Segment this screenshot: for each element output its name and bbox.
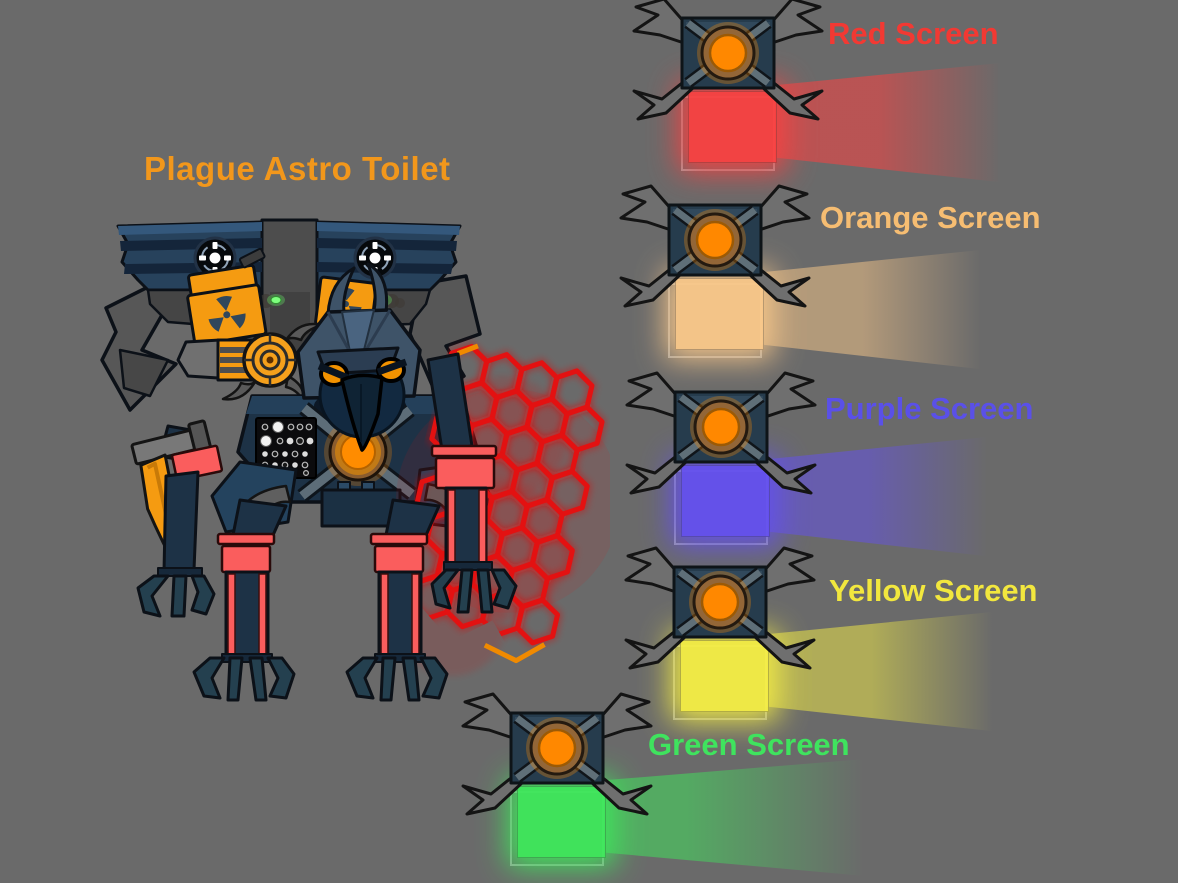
drone-green-screen (457, 686, 887, 878)
drone-red-screen (628, 0, 1008, 183)
claw-hand-left (136, 567, 216, 618)
label-green-screen: Green Screen (648, 727, 850, 762)
page-title: Plague Astro Toilet (144, 150, 451, 187)
screen (681, 465, 770, 537)
claw-arm-right (426, 352, 518, 614)
gatling-saw-weapon (176, 322, 324, 402)
drone-yellow-screen (620, 540, 1000, 732)
label-purple-screen: Purple Screen (825, 391, 1034, 426)
drone-body (457, 686, 657, 866)
plague-mask-head (296, 262, 422, 452)
drone-orange-screen (615, 178, 988, 370)
character-illustration (100, 218, 610, 702)
drone-body (615, 178, 815, 358)
screen (688, 91, 777, 163)
claw-hand-right (430, 561, 518, 614)
drone-body (621, 365, 821, 545)
radiation-barrels-left (186, 247, 268, 347)
screen (517, 786, 606, 858)
drone-purple-screen (621, 365, 994, 557)
screen (680, 640, 769, 712)
label-red-screen: Red Screen (828, 16, 999, 51)
left-shoulder-arm (100, 284, 178, 412)
drone-body (628, 0, 828, 171)
label-orange-screen: Orange Screen (820, 200, 1041, 235)
screen (675, 278, 764, 350)
label-yellow-screen: Yellow Screen (829, 573, 1038, 608)
knife-arm (130, 419, 224, 618)
